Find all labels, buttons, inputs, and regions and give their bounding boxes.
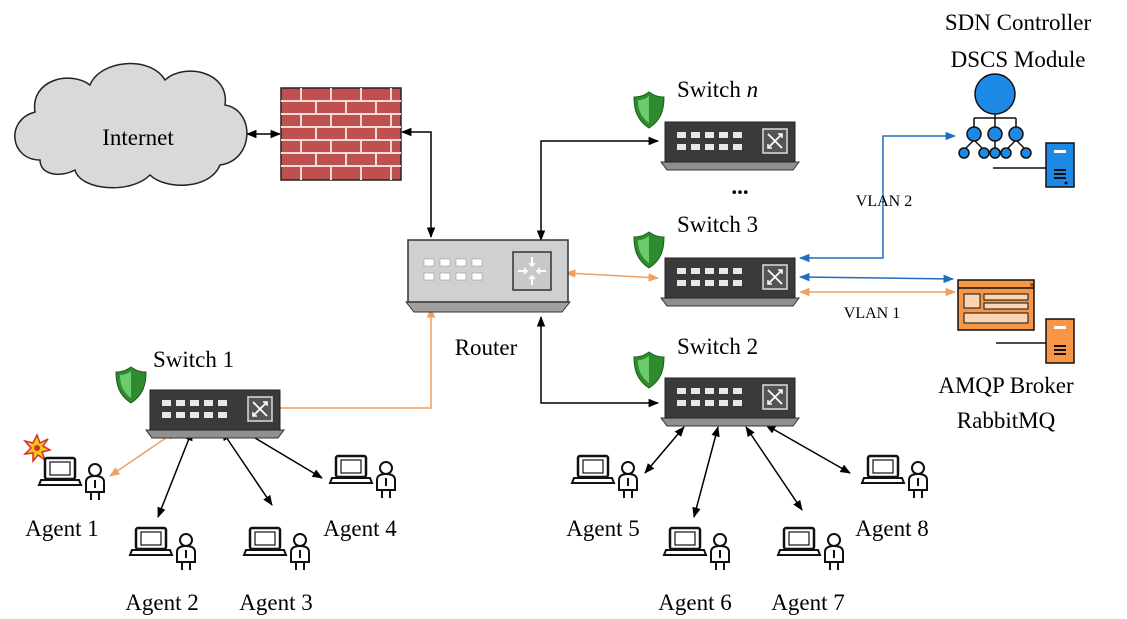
switch-2-label: Switch 2: [677, 334, 758, 359]
agent-label: Agent 5: [566, 516, 639, 541]
internet-cloud: Internet: [14, 62, 248, 189]
vlan-1-label: VLAN 1: [844, 305, 900, 322]
agent-7: Agent 7: [771, 526, 845, 615]
agent-label: Agent 7: [771, 590, 844, 615]
link-router-switch-n: [536, 136, 660, 242]
server-tower-icon: [1045, 318, 1075, 364]
link-router-switch-3: [564, 269, 660, 282]
agent-label: Agent 6: [658, 590, 731, 615]
switch-3-label: Switch 3: [677, 212, 758, 237]
link-switch3-broker-blue: [798, 272, 955, 284]
network-switch-icon: [660, 257, 800, 307]
laptop-icon: [860, 454, 929, 500]
router-label: Router: [455, 335, 518, 360]
agent-6: Agent 6: [658, 526, 732, 615]
agent-5: Agent 5: [566, 454, 640, 541]
agent-8: Agent 8: [855, 454, 929, 541]
agent-label: Agent 3: [239, 590, 312, 615]
cloud-icon: [14, 62, 248, 189]
sdn-controller: SDN Controller DSCS Module: [945, 10, 1092, 188]
agent-1: Agent 1: [22, 433, 106, 541]
laptop-icon: [776, 526, 845, 572]
laptop-icon: [242, 526, 311, 572]
agent-label: Agent 4: [323, 516, 397, 541]
link-switch2-agent8: [765, 424, 851, 474]
link-switch3-controller: [798, 131, 957, 263]
security-shield-icon: [115, 366, 147, 404]
links: [109, 127, 957, 519]
router: [404, 239, 572, 313]
agent-2: Agent 2: [125, 526, 199, 615]
server-tower-icon: [1045, 142, 1075, 188]
link-firewall-router: [400, 127, 436, 239]
laptop-icon: [328, 454, 397, 500]
security-shield-icon: [633, 351, 665, 389]
firewall-brick-icon: [280, 87, 402, 181]
switch-1-label: Switch 1: [153, 347, 234, 372]
internet-label: Internet: [102, 125, 174, 150]
switch-ellipsis: ...: [731, 174, 748, 199]
agent-3: Agent 3: [239, 526, 313, 615]
link-router-switch-2: [536, 315, 660, 408]
link-switch1-agent3: [221, 430, 273, 506]
svg-text:×: ×: [1029, 281, 1035, 289]
firewall: [280, 87, 402, 181]
link-router-switch-1: [266, 306, 436, 413]
laptop-icon: [128, 526, 197, 572]
laptop-icon: [662, 526, 731, 572]
network-switch-icon: [145, 389, 285, 439]
vlan-2-label: VLAN 2: [856, 193, 912, 210]
broker-title: AMQP Broker: [938, 373, 1074, 398]
security-shield-icon: [633, 231, 665, 269]
controller-subtitle: DSCS Module: [951, 47, 1086, 72]
link-switch2-agent5: [644, 426, 685, 474]
switch-n-label: Switch n: [677, 77, 758, 102]
network-switch-icon: [660, 121, 800, 171]
controller-title: SDN Controller: [945, 10, 1092, 35]
amqp-broker: × AMQP Broker RabbitMQ: [938, 279, 1075, 433]
link-switch2-agent6: [692, 425, 720, 519]
agent-label: Agent 8: [855, 516, 928, 541]
message-broker-window-icon: ×: [957, 279, 1035, 331]
link-switch2-agent7: [745, 426, 803, 511]
network-switch-icon: [660, 377, 800, 427]
agent-label: Agent 2: [125, 590, 198, 615]
agent-4: Agent 4: [323, 454, 397, 541]
broker-subtitle: RabbitMQ: [957, 408, 1056, 433]
compromised-explosion-icon: [22, 433, 52, 464]
laptop-icon: [570, 454, 639, 500]
sdn-controller-tree-icon: [958, 73, 1032, 159]
security-shield-icon: [633, 91, 665, 129]
link-switch1-agent2: [157, 430, 193, 518]
agent-label: Agent 1: [25, 516, 98, 541]
laptop-icon: [37, 456, 106, 502]
